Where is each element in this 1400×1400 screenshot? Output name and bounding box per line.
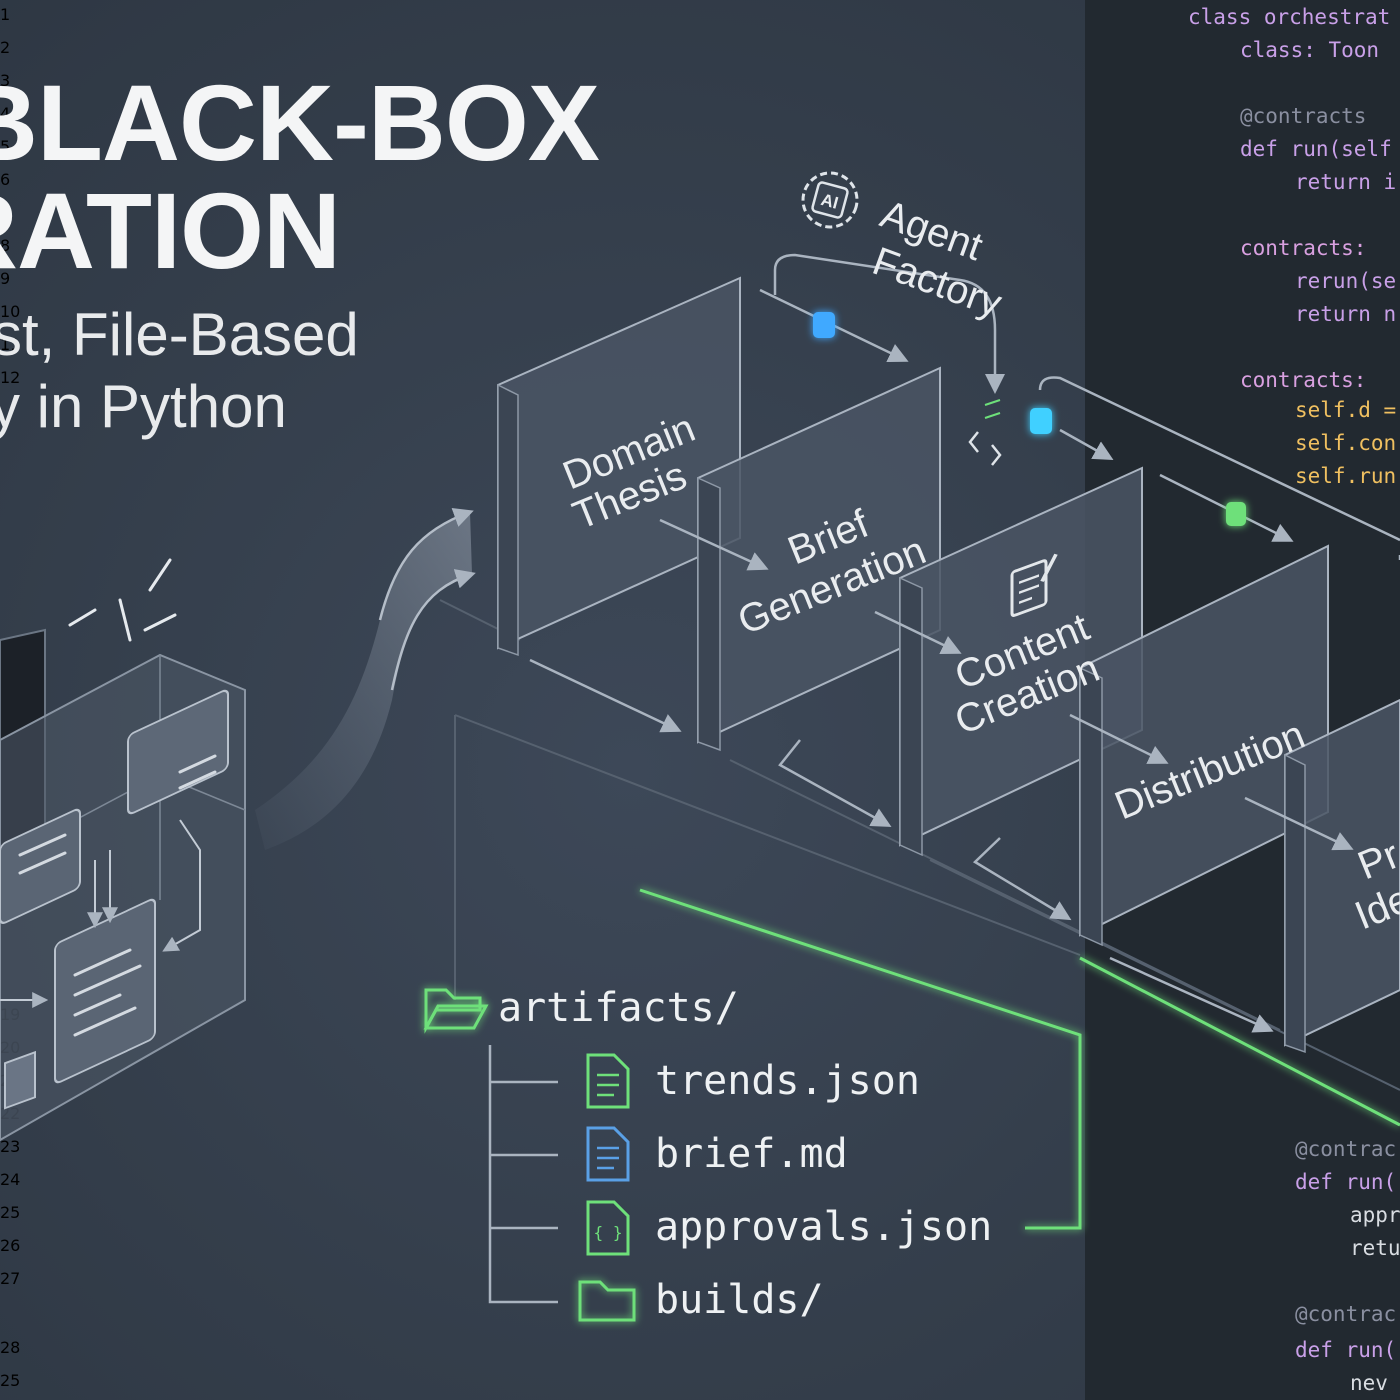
- svg-text:AI: AI: [819, 190, 840, 213]
- flow-ribbon: [255, 512, 472, 850]
- title-line-2: RATION: [0, 170, 341, 291]
- line-number: 5: [0, 137, 11, 156]
- stage-arrows: [529, 518, 1354, 1033]
- code-line: class: Toon: [1240, 38, 1380, 62]
- line-number: 23: [0, 1137, 21, 1156]
- artifact-flow-line: [639, 888, 1400, 1230]
- code-line: appr: [1350, 1203, 1400, 1227]
- line-number: 24: [0, 1170, 21, 1189]
- line-number: 1: [0, 5, 11, 24]
- subtitle-line-1: st, File-Based: [0, 301, 359, 368]
- tree-lines: [488, 1045, 558, 1304]
- line-number: 27: [0, 1269, 21, 1288]
- data-chip-blue: [813, 312, 835, 338]
- data-chip-green: [1226, 502, 1246, 526]
- code-line: self.d =: [1295, 398, 1397, 422]
- line-number: 3: [0, 71, 11, 90]
- json-file-icon: [586, 1053, 630, 1109]
- line-number: 9: [0, 269, 11, 288]
- code-line: contracts:: [1240, 236, 1367, 260]
- code-line: def run(: [1295, 1338, 1397, 1362]
- floor-lines: [439, 599, 1400, 1091]
- data-chip-cyan: [1030, 408, 1052, 434]
- line-number: 6: [0, 170, 11, 189]
- folder-icon: [578, 1280, 636, 1322]
- code-glyph: [984, 399, 1001, 419]
- line-number: 25: [0, 1371, 21, 1390]
- stage-panel-fifth: [1284, 698, 1400, 1054]
- input-arrows: [378, 508, 476, 691]
- code-line: nev: [1350, 1371, 1388, 1395]
- tree-root: artifacts/: [498, 985, 739, 1031]
- line-number: 2: [0, 38, 11, 57]
- code-line: class orchestrat: [1188, 5, 1391, 29]
- tree-item: builds/: [655, 1277, 824, 1323]
- code-line: @contrac: [1295, 1137, 1397, 1161]
- approvals-file-icon: { }: [586, 1200, 630, 1256]
- code-line: contracts:: [1240, 368, 1367, 392]
- line-number: 11: [0, 335, 21, 354]
- code-line: def run(self: [1240, 137, 1392, 161]
- title-line-1: BLACK-BOX: [0, 62, 600, 183]
- code-line: @contracts: [1240, 104, 1367, 128]
- code-line: self.con: [1295, 431, 1397, 455]
- subtitle-line-2: y in Python: [0, 373, 287, 440]
- code-line: return i: [1295, 170, 1397, 194]
- line-number: 28: [0, 1338, 21, 1357]
- markdown-file-icon: [586, 1126, 630, 1182]
- ai-chip-icon: AI: [801, 171, 859, 229]
- svg-text:{ }: { }: [594, 1223, 623, 1242]
- stage-panel-distribution: [1079, 544, 1329, 947]
- line-number: 12: [0, 368, 21, 387]
- code-line: def run(: [1295, 1170, 1397, 1194]
- code-line: self.run: [1295, 464, 1397, 488]
- line-number: 8: [0, 236, 11, 255]
- line-number: 26: [0, 1236, 21, 1255]
- bracket-icon: [968, 431, 1002, 466]
- black-box-illustration: [0, 558, 246, 1142]
- code-line: rerun(se: [1295, 269, 1397, 293]
- line-number: 10: [0, 302, 21, 321]
- line-number: 7: [0, 203, 11, 222]
- code-line: return n: [1295, 302, 1397, 326]
- tree-item: brief.md: [655, 1131, 848, 1177]
- folder-open-icon: [423, 988, 489, 1034]
- line-number: 25: [0, 1203, 21, 1222]
- tree-item: trends.json: [655, 1058, 920, 1104]
- document-edit-icon: [1010, 553, 1058, 617]
- code-line: retu: [1350, 1236, 1400, 1260]
- tree-item: approvals.json: [655, 1204, 993, 1250]
- stage-panel-domain-thesis: [497, 276, 741, 657]
- agent-arrows: [759, 253, 1400, 560]
- code-line: @contrac: [1295, 1302, 1397, 1326]
- line-number: 4: [0, 104, 11, 123]
